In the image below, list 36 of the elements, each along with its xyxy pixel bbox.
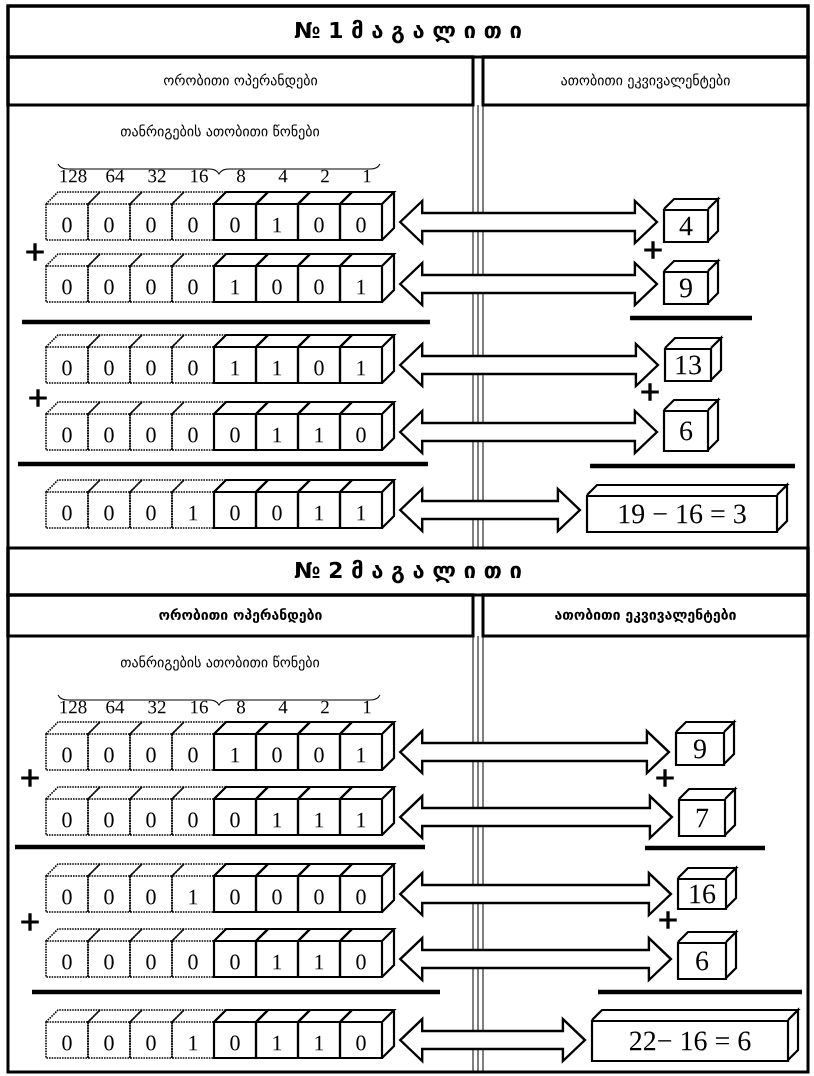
cube-row: 0 0 0 0 1 0 0 1 [45, 252, 397, 304]
cube-row: 0 0 0 1 0 0 0 0 [45, 862, 397, 914]
plus-sign: + [21, 913, 39, 931]
number-cube: 19 − 16 = 3 [585, 482, 790, 534]
plus-sign: + [641, 383, 659, 401]
number-cube: 22− 16 = 6 [590, 1007, 801, 1063]
cube-row: 0 0 0 0 0 1 1 1 [45, 785, 397, 837]
column-header: ათობითი ეკვივალენტები [481, 55, 810, 107]
cube-row: 0 0 0 0 0 1 0 0 [45, 190, 397, 242]
column-header: ორობითი ოპერანდები [6, 55, 475, 107]
cube-row: 0 0 0 0 0 1 1 0 [45, 400, 397, 452]
number-cube: 6 [676, 929, 739, 981]
plus-sign: + [659, 911, 677, 929]
cube-row: 0 0 0 1 0 0 1 1 [45, 478, 397, 530]
plus-sign: + [656, 769, 674, 787]
cube-row: 0 0 0 0 0 1 1 0 [45, 927, 397, 979]
title-band: № 2 მ ა გ ა ლ ი თ ი [6, 546, 810, 597]
cube-row: 0 0 0 0 1 0 0 1 [45, 720, 397, 772]
cube-row: 0 0 0 0 1 1 0 1 [45, 333, 397, 385]
title-band: № 1 მ ა გ ა ლ ი თ ი [6, 4, 810, 59]
plus-sign: + [21, 769, 39, 787]
weights-caption: თანრიგების ათობითი წონები [121, 124, 320, 140]
weights-caption: თანრიგების ათობითი წონები [121, 655, 320, 671]
number-cube: 9 [674, 719, 737, 767]
number-cube: 13 [663, 335, 724, 383]
number-cube: 16 [676, 865, 739, 911]
plus-sign: + [29, 389, 47, 407]
column-header: ორობითი ოპერანდები [6, 593, 475, 638]
plus-sign: + [644, 241, 662, 259]
number-cube: 6 [662, 397, 721, 453]
number-cube: 4 [662, 196, 721, 244]
cube-row: 0 0 0 1 0 1 1 0 [45, 1008, 397, 1060]
plus-sign: + [26, 243, 44, 261]
number-cube: 9 [662, 258, 721, 306]
column-header: ათობითი ეკვივალენტები [481, 593, 810, 638]
number-cube: 7 [677, 786, 738, 838]
